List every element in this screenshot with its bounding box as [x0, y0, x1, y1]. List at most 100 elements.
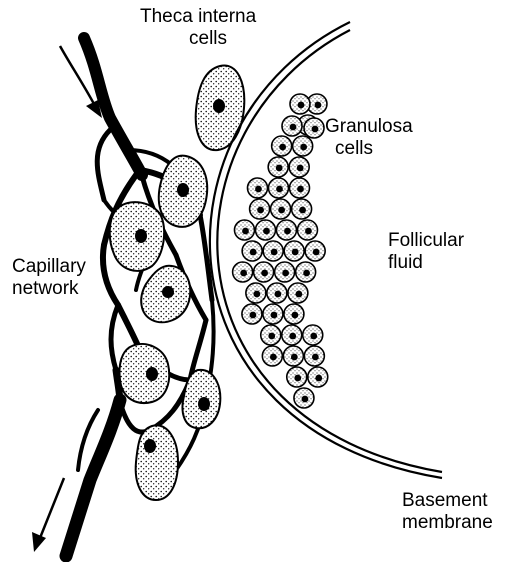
granulosa-cell: [242, 304, 262, 324]
granulosa-cell: [247, 178, 267, 198]
label-capillary-network-line2: network: [12, 278, 86, 300]
cell-nucleus: [294, 375, 301, 382]
vessel-main-out: [66, 400, 120, 556]
cell-nucleus: [271, 249, 278, 256]
cell-nucleus: [250, 249, 257, 256]
granulosa-cell: [308, 367, 328, 387]
cell-nucleus: [315, 102, 322, 109]
cell-nucleus: [303, 270, 310, 277]
label-follicular-fluid: Follicular fluid: [388, 230, 464, 274]
theca-cell: [110, 202, 164, 271]
theca-cell: [120, 344, 170, 403]
theca-cell: [183, 370, 221, 428]
label-capillary-network-line1: Capillary: [12, 256, 86, 278]
granulosa-cell: [297, 220, 317, 240]
granulosa-cell: [283, 346, 303, 366]
granulosa-cell: [304, 346, 324, 366]
cell-nucleus: [162, 286, 174, 298]
label-theca-interna-line1: Theca interna: [140, 6, 256, 28]
cell-nucleus: [261, 270, 268, 277]
label-follicular-fluid-line1: Follicular: [388, 230, 464, 252]
granulosa-cell: [275, 262, 295, 282]
granulosa-cell-layer: [233, 94, 328, 408]
cell-nucleus: [257, 207, 264, 214]
cell-nucleus: [146, 367, 158, 381]
cell-nucleus: [312, 354, 319, 361]
cell-nucleus: [282, 270, 289, 277]
granulosa-cell: [276, 220, 296, 240]
granulosa-cell: [284, 304, 304, 324]
cell-nucleus: [276, 186, 283, 193]
cell-nucleus: [270, 354, 277, 361]
granulosa-cell: [304, 118, 324, 138]
arrow-down-icon: [32, 478, 64, 552]
label-theca-interna-line2: cells: [140, 28, 256, 50]
label-granulosa: Granulosa cells: [325, 116, 413, 160]
cell-nucleus: [279, 144, 286, 151]
granulosa-cell: [267, 283, 287, 303]
cell-nucleus: [242, 228, 249, 235]
cell-nucleus: [276, 165, 283, 172]
cell-nucleus: [250, 312, 257, 319]
granulosa-cell: [296, 262, 316, 282]
cell-nucleus: [292, 312, 299, 319]
cell-nucleus: [302, 396, 309, 403]
cell-nucleus: [198, 397, 210, 411]
cell-nucleus: [298, 102, 305, 109]
label-granulosa-line1: Granulosa: [325, 116, 413, 138]
granulosa-cell: [255, 220, 275, 240]
label-follicular-fluid-line2: fluid: [388, 252, 464, 274]
label-theca-interna: Theca interna cells: [140, 6, 256, 50]
granulosa-cell: [233, 262, 253, 282]
theca-cell: [159, 156, 207, 227]
granulosa-cell: [287, 367, 307, 387]
cell-nucleus: [292, 249, 299, 256]
granulosa-cell: [246, 283, 266, 303]
cell-nucleus: [299, 207, 306, 214]
cell-nucleus: [255, 186, 262, 193]
cell-nucleus: [278, 207, 285, 214]
cell-nucleus: [310, 333, 317, 340]
cell-nucleus: [240, 270, 247, 277]
granulosa-cell: [263, 241, 283, 261]
granulosa-cell: [284, 241, 304, 261]
granulosa-cell: [262, 346, 282, 366]
granulosa-cell: [282, 325, 302, 345]
granulosa-cell: [242, 241, 262, 261]
granulosa-cell: [293, 136, 313, 156]
cell-nucleus: [313, 249, 320, 256]
cell-nucleus: [297, 165, 304, 172]
granulosa-cell: [261, 325, 281, 345]
cell-nucleus: [295, 291, 302, 298]
granulosa-cell: [294, 388, 314, 408]
granulosa-cell: [271, 199, 291, 219]
cell-nucleus: [312, 126, 319, 133]
cell-nucleus: [297, 186, 304, 193]
granulosa-cell: [263, 304, 283, 324]
label-basement-membrane-line1: Basement: [402, 490, 493, 512]
label-basement-membrane: Basement membrane: [402, 490, 493, 534]
granulosa-cell: [290, 94, 310, 114]
cell-nucleus: [268, 333, 275, 340]
granulosa-cell: [250, 199, 270, 219]
cell-nucleus: [263, 228, 270, 235]
cell-nucleus: [300, 144, 307, 151]
theca-cell: [196, 66, 245, 151]
granulosa-cell: [288, 283, 308, 303]
granulosa-cell: [292, 199, 312, 219]
cell-nucleus: [144, 439, 156, 453]
cell-nucleus: [177, 183, 189, 197]
granulosa-cell: [272, 136, 292, 156]
vessel-branch: [111, 305, 118, 370]
granulosa-cell: [268, 178, 288, 198]
cell-nucleus: [274, 291, 281, 298]
cell-nucleus: [291, 354, 298, 361]
label-granulosa-line2: cells: [325, 138, 413, 160]
cell-nucleus: [315, 375, 322, 382]
cell-nucleus: [305, 228, 312, 235]
granulosa-cell: [303, 325, 323, 345]
vessel-branch: [97, 130, 110, 200]
granulosa-cell: [254, 262, 274, 282]
cell-nucleus: [213, 99, 225, 113]
